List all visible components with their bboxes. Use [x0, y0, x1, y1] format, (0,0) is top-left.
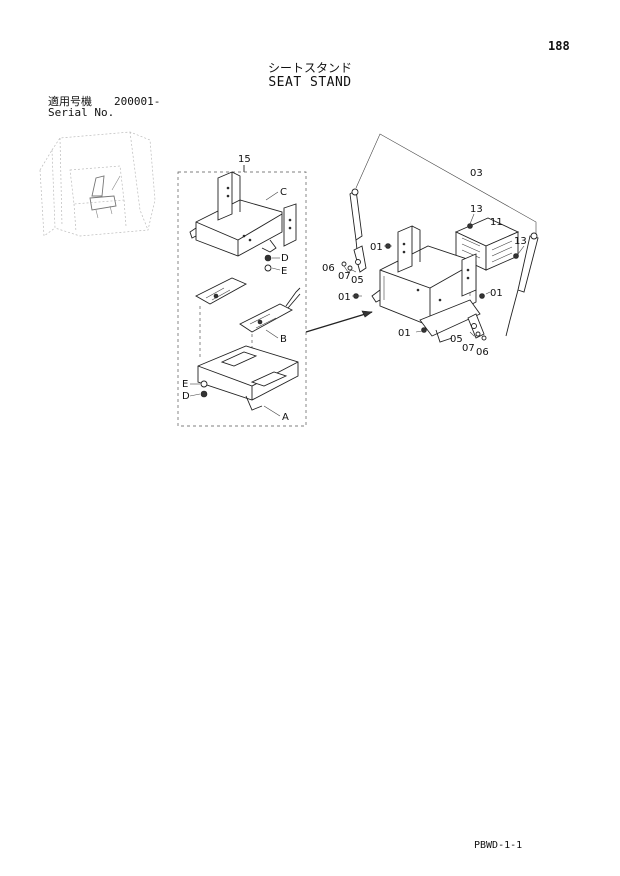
part-11-rail-plate [454, 217, 520, 271]
page-number: 188 [548, 39, 570, 53]
location-thumbnail [39, 131, 156, 237]
bolt-01-d [421, 327, 427, 333]
callout-03: 03 [470, 168, 483, 179]
callout-13-right: 13 [514, 236, 527, 247]
part-a-base-plate [197, 345, 299, 411]
washer-e [264, 264, 272, 272]
callout-e-top: E [281, 266, 287, 277]
callout-b: B [280, 334, 287, 345]
assembly-group-box [177, 171, 307, 427]
bolt-01-c [479, 293, 485, 299]
callout-e-bottom: E [182, 379, 188, 390]
serial-range: 200001- [114, 95, 161, 108]
callout-d-top: D [281, 253, 289, 264]
bolt-13-right [513, 253, 519, 259]
callout-d-bottom: D [182, 391, 190, 402]
callout-05-left: 05 [351, 275, 364, 286]
washer-06-right [481, 335, 487, 341]
document-code: PBWD-1-1 [474, 840, 523, 851]
seat-icon [89, 175, 121, 219]
lever-bracket-left [353, 245, 367, 273]
callout-01-b: 01 [338, 292, 351, 303]
callout-06-right: 06 [476, 347, 489, 358]
gas-strut-right [505, 232, 539, 337]
callout-01-a: 01 [370, 242, 383, 253]
lever-bracket-right [467, 313, 485, 339]
serial-label: Serial No. [48, 106, 115, 119]
callout-15: 15 [238, 154, 251, 165]
callout-11: 11 [490, 217, 503, 228]
callout-a: A [282, 412, 289, 423]
serial-label-japanese: 適用号機 [48, 95, 92, 108]
washer-06-left [341, 261, 347, 267]
callout-05-right: 05 [450, 334, 463, 345]
washer-e-bottom [200, 380, 208, 388]
part-c-bracket [189, 171, 297, 257]
washer-07-left [347, 265, 353, 271]
callout-01-d: 01 [398, 328, 411, 339]
callout-06-left: 06 [322, 263, 335, 274]
nut-d [264, 254, 272, 262]
nut-d-bottom [200, 390, 208, 398]
washer-07-right [475, 331, 481, 337]
callout-13-left: 13 [470, 204, 483, 215]
callout-07-left: 07 [338, 271, 351, 282]
page-title: SEAT STAND [268, 75, 352, 90]
seat-stand-frame [371, 225, 481, 343]
part-b-slide-rail [195, 277, 301, 333]
callout-c: C [280, 187, 287, 198]
bolt-13-left [467, 223, 473, 229]
title-japanese: シートスタンド [267, 61, 352, 75]
callout-01-c: 01 [490, 288, 503, 299]
callout-07-right: 07 [462, 343, 475, 354]
